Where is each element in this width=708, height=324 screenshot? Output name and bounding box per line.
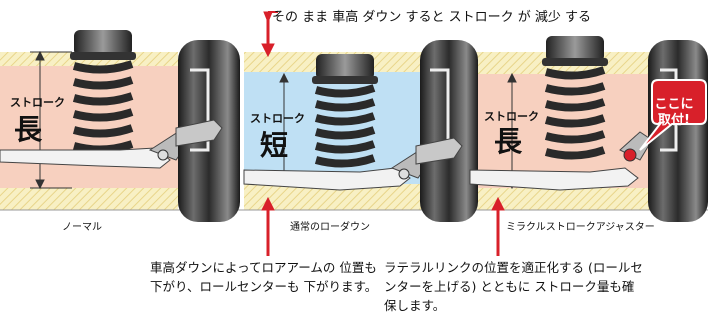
shock-cap-3 <box>546 36 604 62</box>
lower-arm-2 <box>243 167 411 191</box>
shock-cap-2 <box>316 54 374 80</box>
stroke-size-3: 長 <box>494 125 523 158</box>
caption-right: ラテラルリンクの位置を適正化する (ロールセンターを上げる) とともに ストロー… <box>384 260 643 313</box>
panel-label-adjuster: ミラクルストロークアジャスター <box>506 222 655 233</box>
stroke-size-1: 長 <box>14 113 43 146</box>
coil-spring-2 <box>314 84 376 168</box>
panel-label-normal: ノーマル <box>62 222 102 233</box>
badge: ここに 取付! <box>643 86 705 132</box>
lower-arm-3 <box>469 167 639 191</box>
stroke-label-3: ストローク <box>484 110 539 123</box>
adjuster-mount <box>623 148 637 162</box>
lower-arm-1 <box>0 147 171 169</box>
badge-line-1: ここに <box>654 97 694 112</box>
panel-label-lowdown: 通常のローダウン <box>290 222 370 233</box>
coil-spring-3 <box>544 66 606 160</box>
badge-line-2: 取付! <box>658 113 690 128</box>
stroke-arrow-1 <box>30 50 72 190</box>
stroke-size-2: 短 <box>260 129 289 162</box>
stroke-label-2: ストローク <box>250 112 305 125</box>
red-arrows <box>261 11 505 256</box>
badge-bubble <box>639 79 707 151</box>
top-caption: その まま 車高 ダウン すると ストローク が 減少 する <box>272 10 592 25</box>
caption-left: 車高ダウンによってロアアームの 位置も下がり、ロールセンターも 下がります。 <box>150 260 378 294</box>
stroke-label-1: ストローク <box>10 96 65 109</box>
shock-cap-1 <box>74 30 132 56</box>
